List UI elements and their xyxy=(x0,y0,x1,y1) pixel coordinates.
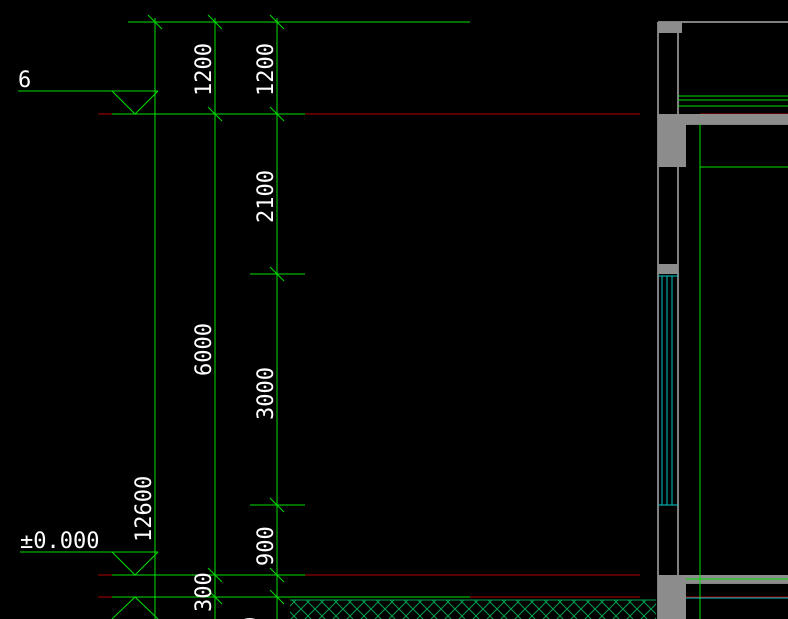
building-section xyxy=(657,21,788,619)
dim-text-col3-b: 3000 xyxy=(254,367,279,420)
window-lintel xyxy=(658,264,678,274)
window-glazing xyxy=(658,275,678,506)
dim-text-col2-top: 1200 xyxy=(192,43,217,96)
elevation-label-top: 6 xyxy=(18,68,31,93)
parapet-cap xyxy=(658,22,682,33)
ground-hatch xyxy=(290,600,656,619)
elevation-marker-ground xyxy=(20,551,159,619)
elevation-marker-top xyxy=(18,90,159,115)
elevation-label-ground: ±0.000 xyxy=(20,529,99,554)
dim-text-overall: 12600 xyxy=(132,476,157,542)
upper-beam xyxy=(658,114,686,167)
dim-text-col3-c: 900 xyxy=(254,526,279,566)
upper-slab xyxy=(658,114,788,124)
dim-text-col2-bottom: 300 xyxy=(192,572,217,612)
dim-text-col2-middle: 6000 xyxy=(192,323,217,376)
dim-text-col3-a: 2100 xyxy=(254,170,279,223)
dimension-lines xyxy=(112,14,470,619)
dim-text-col3-bottom: 0 xyxy=(239,617,264,619)
ground-beam xyxy=(658,575,686,619)
dim-text-col3-top: 1200 xyxy=(254,43,279,96)
